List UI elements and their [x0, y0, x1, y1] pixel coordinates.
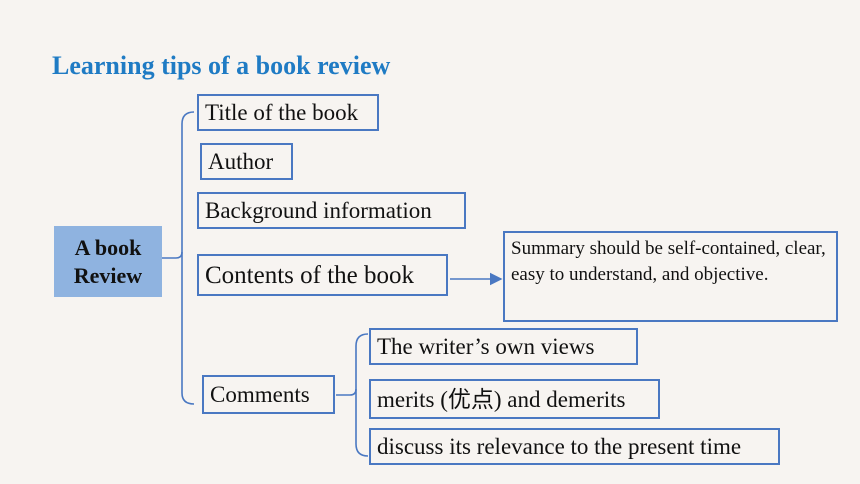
- root-line-1: A book: [74, 234, 142, 260]
- summary-note: Summary should be self-contained, clear,…: [503, 231, 838, 322]
- comments-bracket: [355, 333, 369, 457]
- branch-background-information: Background information: [197, 192, 466, 229]
- comment-own-views: The writer’s own views: [369, 328, 638, 365]
- page-title: Learning tips of a book review: [52, 51, 391, 80]
- root-line-2: Review: [73, 262, 143, 288]
- branch-comments: Comments: [202, 375, 335, 414]
- branch-author: Author: [200, 143, 293, 180]
- root-node: A book Review: [54, 226, 162, 297]
- comment-relevance: discuss its relevance to the present tim…: [369, 428, 780, 465]
- branch-contents-of-book: Contents of the book: [197, 254, 448, 296]
- comments-bracket-tip: [336, 388, 357, 396]
- comment-merits-demerits: merits (优点) and demerits: [369, 379, 660, 419]
- main-bracket: [181, 111, 195, 405]
- main-bracket-tip: [162, 251, 183, 259]
- branch-title-of-book: Title of the book: [197, 94, 379, 131]
